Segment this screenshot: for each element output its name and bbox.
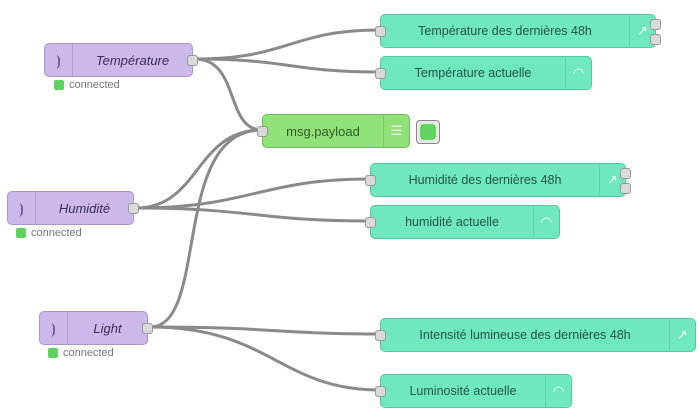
input-port[interactable] [375,68,386,79]
node-label: Intensité lumineuse des dernières 48h [419,328,631,342]
output-port[interactable] [620,183,631,194]
toggle-indicator [420,124,436,140]
output-node-light-48h[interactable]: Intensité lumineuse des dernières 48h ↗ [375,318,696,352]
wire [193,57,382,74]
mqtt-icon: ⦘ [45,44,73,76]
wire [148,325,382,392]
wire [148,128,264,329]
node-label: Humidité [58,200,111,216]
output-port[interactable] [650,34,661,45]
wire [193,28,382,61]
status-dot-icon [54,80,64,90]
input-node-humidite[interactable]: ⦘ Humidité [7,191,139,225]
output-port[interactable] [650,19,661,30]
wire [134,177,372,210]
output-node-luminosite[interactable]: Luminosité actuelle ◠ [375,374,572,408]
output-node-hum-actuelle[interactable]: humidité actuelle ◠ [365,205,560,239]
input-node-temperature[interactable]: ⦘ Température [44,43,198,77]
status-text: connected [63,347,114,359]
node-label: Light [93,320,122,336]
mqtt-icon: ⦘ [40,312,68,344]
status-humidite: connected [16,227,82,239]
input-port[interactable] [365,175,376,186]
output-port[interactable] [128,203,139,214]
output-node-hum-48h[interactable]: Humidité des dernières 48h ↗ [365,163,631,197]
node-label: humidité actuelle [405,215,499,229]
debug-node[interactable]: msg.payload ☰ [257,114,410,148]
input-node-light[interactable]: ⦘ Light [39,311,153,345]
input-port[interactable] [257,126,268,137]
output-node-temp-actuelle[interactable]: Température actuelle ◠ [375,56,592,90]
input-port[interactable] [375,330,386,341]
input-port[interactable] [365,217,376,228]
status-temperature: connected [54,79,120,91]
node-label: msg.payload [286,123,360,139]
gauge-icon: ◠ [533,206,559,238]
status-dot-icon [48,348,58,358]
output-node-temp-48h[interactable]: Température des dernières 48h ↗ [375,14,661,48]
debug-toggle-button[interactable] [416,120,440,144]
input-port[interactable] [375,26,386,37]
gauge-icon: ◠ [565,57,591,89]
node-label: Luminosité actuelle [409,384,517,398]
status-light: connected [48,347,114,359]
gauge-icon: ◠ [545,375,571,407]
chart-icon: ↗ [629,15,655,47]
mqtt-icon: ⦘ [8,192,36,224]
wire [193,57,264,132]
status-text: connected [31,227,82,239]
chart-icon: ↗ [669,319,695,351]
output-port[interactable] [142,323,153,334]
output-port[interactable] [620,168,631,179]
list-icon: ☰ [383,115,409,147]
status-dot-icon [16,228,26,238]
wire [134,206,372,223]
node-label: Température des dernières 48h [418,24,592,38]
node-label: Température actuelle [414,66,532,80]
node-label: Température [95,52,170,68]
output-port[interactable] [187,55,198,66]
wire [148,325,382,336]
chart-icon: ↗ [599,164,625,196]
status-text: connected [69,79,120,91]
input-port[interactable] [375,386,386,397]
node-label: Humidité des dernières 48h [408,173,562,187]
